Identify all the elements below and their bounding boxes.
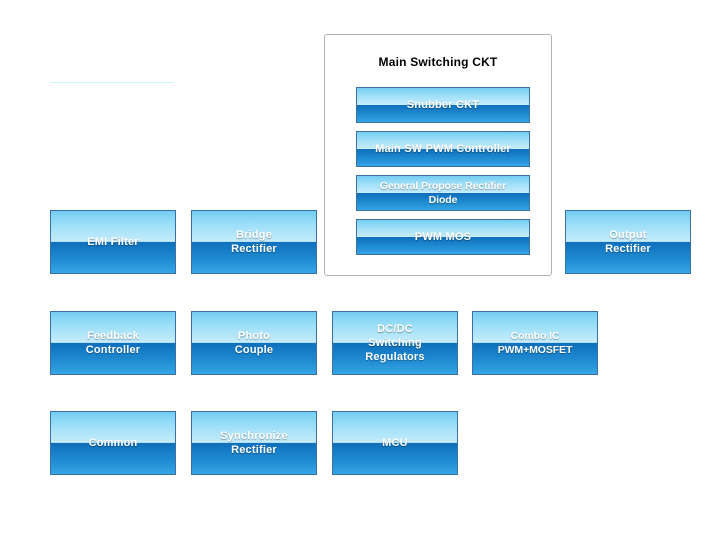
block-label: Snubber CKT	[406, 99, 480, 111]
block-label: General Propose Rectifier Diode	[379, 180, 507, 206]
block-label: Combo IC PWM+MOSFET	[497, 330, 573, 356]
block-photo-couple[interactable]: Photo Couple	[191, 311, 317, 375]
group-panel-main-switching-ckt: Main Switching CKT Snubber CKT Main SW P…	[324, 34, 552, 276]
block-emi-filter[interactable]: EMI Filter	[50, 210, 176, 274]
block-pwm-mos[interactable]: PWM MOS	[356, 219, 530, 255]
block-general-propose-rectifier-diode[interactable]: General Propose Rectifier Diode	[356, 175, 530, 211]
block-synchronize-rectifier[interactable]: Synchronize Rectifier	[191, 411, 317, 475]
divider-line	[50, 82, 174, 83]
block-label: Photo Couple	[234, 330, 274, 356]
block-label: Output Rectifier	[605, 229, 651, 255]
block-snubber-ckt[interactable]: Snubber CKT	[356, 87, 530, 123]
block-label: Feedback Controller	[85, 330, 141, 356]
block-combo-ic-pwm-mosfet[interactable]: Combo IC PWM+MOSFET	[472, 311, 598, 375]
block-label: Main SW PWM Controller	[375, 143, 511, 155]
block-output-rectifier[interactable]: Output Rectifier	[565, 210, 691, 274]
block-label: Synchronize Rectifier	[220, 430, 288, 456]
block-label: MCU	[382, 437, 408, 449]
block-label: EMI Filter	[87, 236, 139, 248]
block-bridge-rectifier[interactable]: Bridge Rectifier	[191, 210, 317, 274]
block-feedback-controller[interactable]: Feedback Controller	[50, 311, 176, 375]
block-label: Common	[88, 437, 138, 449]
block-label: Bridge Rectifier	[231, 229, 277, 255]
block-common[interactable]: Common	[50, 411, 176, 475]
block-label: PWM MOS	[414, 231, 472, 243]
block-dcdc-switching-regulators[interactable]: DC/DC Switching Regulators	[332, 311, 458, 375]
block-label: DC/DC Switching Regulators	[365, 323, 425, 363]
group-panel-title: Main Switching CKT	[378, 55, 498, 69]
block-main-sw-pwm-controller[interactable]: Main SW PWM Controller	[356, 131, 530, 167]
block-mcu[interactable]: MCU	[332, 411, 458, 475]
